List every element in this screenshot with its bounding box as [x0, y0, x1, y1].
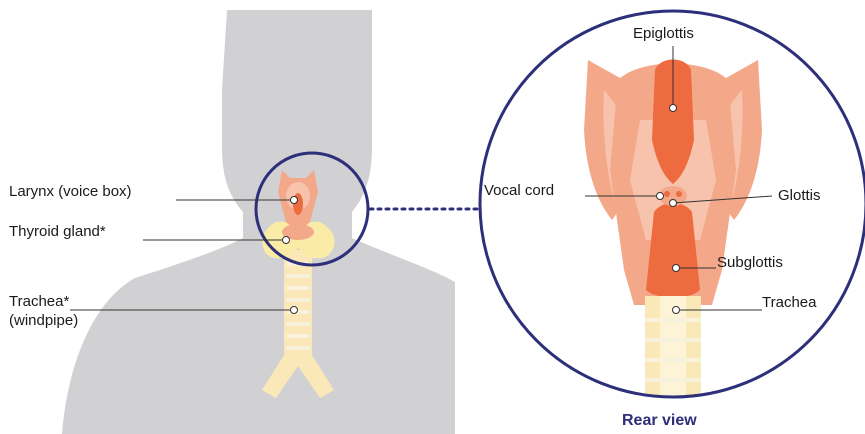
label-thyroid: Thyroid gland*	[9, 223, 106, 241]
marker-epiglottis	[670, 105, 677, 112]
marker-subglottis	[673, 265, 680, 272]
label-trachea-detail: Trachea	[762, 294, 816, 312]
label-trachea: Trachea*	[9, 293, 69, 311]
label-vocal-cord: Vocal cord	[484, 182, 554, 200]
label-subglottis: Subglottis	[717, 254, 783, 272]
marker-trachea-detail	[673, 307, 680, 314]
label-trachea-sub: (windpipe)	[9, 312, 78, 330]
label-larynx: Larynx (voice box)	[9, 183, 132, 201]
marker-larynx	[291, 197, 298, 204]
marker-glottis	[670, 200, 677, 207]
marker-trachea	[291, 307, 298, 314]
marker-vocal-cord	[657, 193, 664, 200]
label-epiglottis: Epiglottis	[633, 25, 694, 43]
label-glottis: Glottis	[778, 187, 821, 205]
marker-thyroid	[283, 237, 290, 244]
larynx-small	[278, 170, 318, 240]
caption-rear-view: Rear view	[622, 412, 697, 430]
